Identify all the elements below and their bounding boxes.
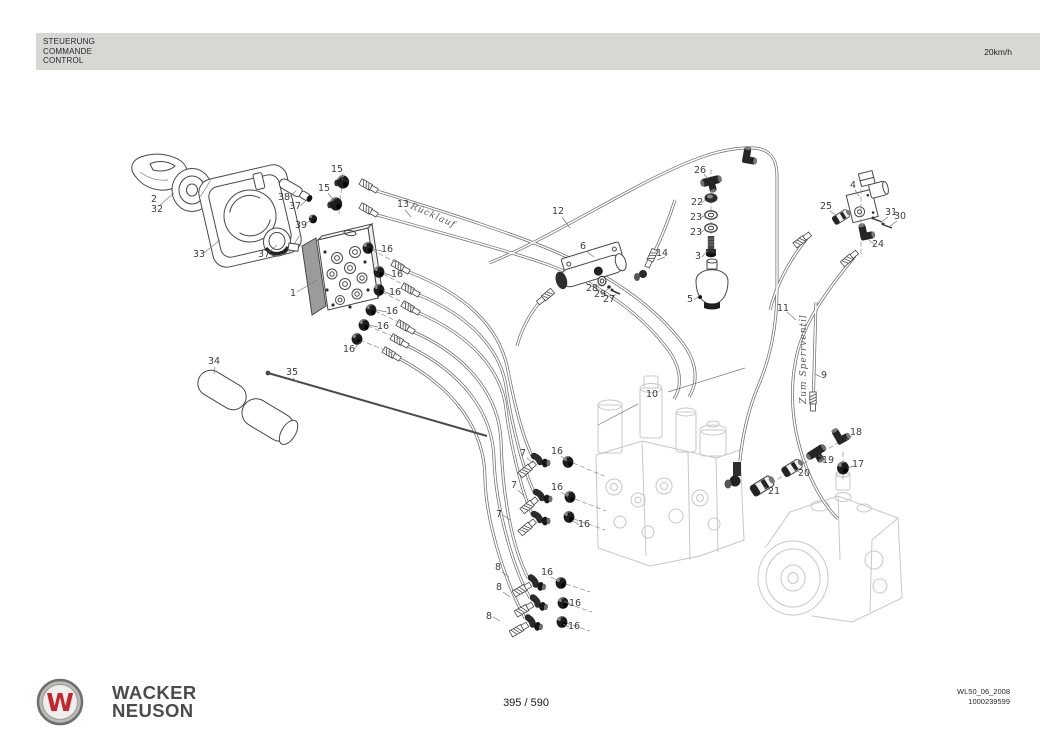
- logo-badge-icon: W: [36, 678, 84, 726]
- part-number-label: 16: [381, 244, 393, 255]
- part-number-label: 11: [777, 303, 789, 314]
- part-number-label: 21: [768, 486, 780, 497]
- part-number-label: 16: [391, 269, 403, 280]
- part-number-label: 8: [495, 562, 501, 573]
- title-de: STEUERUNG: [43, 37, 96, 47]
- part-number-label: 38: [278, 192, 290, 203]
- part-number-label: 7: [496, 509, 502, 520]
- part-number-label: 15: [331, 164, 343, 175]
- part-number-label: 8: [496, 582, 502, 593]
- part-number-label: 16: [377, 321, 389, 332]
- page-title: STEUERUNG COMMANDE CONTROL: [43, 37, 95, 66]
- part-number-label: 1: [290, 288, 296, 299]
- part-number-label: 3: [695, 251, 701, 262]
- part-number-label: 10: [646, 389, 658, 400]
- part-number-label: 12: [552, 206, 564, 217]
- part-number-label: 7: [511, 480, 517, 491]
- solenoid-valve: [845, 169, 889, 224]
- part-number-label: 8: [486, 611, 492, 622]
- part-number-label: 13: [397, 199, 409, 210]
- part-number-label: 37: [289, 201, 301, 212]
- brand-logo: W: [36, 678, 84, 729]
- leader-lines: [159, 173, 898, 628]
- part-number-label: 16: [551, 446, 563, 457]
- part-number-label: 16: [541, 567, 553, 578]
- main-control-valve-ghost: [595, 375, 745, 567]
- part-number-label: 18: [850, 427, 862, 438]
- fitting-cluster: [748, 423, 852, 498]
- part-number-label: 14: [656, 248, 668, 259]
- part-number-label: 17: [852, 459, 864, 470]
- fittings-top-right: [831, 189, 893, 257]
- hydraulic-pump-ghost: [757, 470, 903, 623]
- part-number-label: 29: [594, 289, 606, 300]
- part-number-label: 7: [520, 448, 526, 459]
- part-number-label: 6: [580, 241, 586, 252]
- part-number-label: 20: [798, 468, 810, 479]
- part-number-label: 16: [568, 621, 580, 632]
- document-number: 1000239599: [968, 697, 1010, 706]
- part-number-label: 27: [603, 294, 615, 305]
- brand-line1: WACKER: [112, 682, 197, 703]
- part-number-label: 39: [295, 220, 307, 231]
- flow-annotation: Zum Sperrventil: [799, 314, 809, 405]
- part-number-label: 31: [885, 207, 897, 218]
- brand-wordmark: WACKER NEUSON: [112, 684, 197, 719]
- small-hardware: [597, 275, 621, 295]
- part-number-label: 34: [208, 356, 220, 367]
- part-number-label: 16: [343, 344, 355, 355]
- part-number-label: 19: [822, 455, 834, 466]
- accumulator-stack: [699, 169, 725, 263]
- part-number-label: 32: [151, 204, 163, 215]
- brand-line2: NEUSON: [112, 699, 194, 721]
- bellows-boot: [198, 164, 302, 268]
- part-number-label: 33: [193, 249, 205, 260]
- part-number-label: 4: [850, 180, 856, 191]
- speed-variant-label: 20km/h: [984, 46, 1012, 57]
- part-number-label: 16: [551, 482, 563, 493]
- part-number-label: 16: [578, 519, 590, 530]
- accumulator: [695, 258, 729, 310]
- hose-end-fittings: [358, 145, 860, 642]
- part-number-label: 22: [691, 197, 703, 208]
- part-number-label: 16: [386, 306, 398, 317]
- part-number-label: 9: [821, 370, 827, 381]
- part-number-label: 16: [569, 598, 581, 609]
- title-fr: COMMANDE: [43, 46, 93, 56]
- part-number-label: 28: [586, 283, 598, 294]
- header-bar: STEUERUNG COMMANDE CONTROL 20km/h: [36, 33, 1040, 70]
- part-number-label: 37: [258, 249, 270, 260]
- part-number-label: 26: [694, 165, 706, 176]
- logo-letter: W: [46, 688, 74, 717]
- cylinder: [555, 253, 627, 290]
- title-en: CONTROL: [43, 56, 84, 66]
- part-number-label: 35: [286, 367, 298, 378]
- part-number-label: 24: [872, 239, 884, 250]
- part-number-label: 16: [389, 287, 401, 298]
- document-codes: WL50_06_2008 1000239599: [957, 687, 1010, 707]
- part-number-label: 2: [151, 194, 157, 205]
- rod: [265, 370, 488, 437]
- page-indicator: 395 / 590: [503, 697, 549, 709]
- part-number-label: 30: [894, 211, 906, 222]
- knob: [263, 227, 300, 257]
- part-number-label: 23: [690, 227, 702, 238]
- pilot-valve-block: [301, 222, 383, 316]
- document-code: WL50_06_2008: [957, 687, 1010, 696]
- part-number-label: 5: [687, 294, 693, 305]
- part-number-label: 23: [690, 212, 702, 223]
- part-number-label: 25: [820, 201, 832, 212]
- part-number-label: 15: [318, 183, 330, 194]
- tube-halves: [197, 369, 299, 445]
- lever: [278, 178, 313, 202]
- port-fittings: [308, 172, 607, 632]
